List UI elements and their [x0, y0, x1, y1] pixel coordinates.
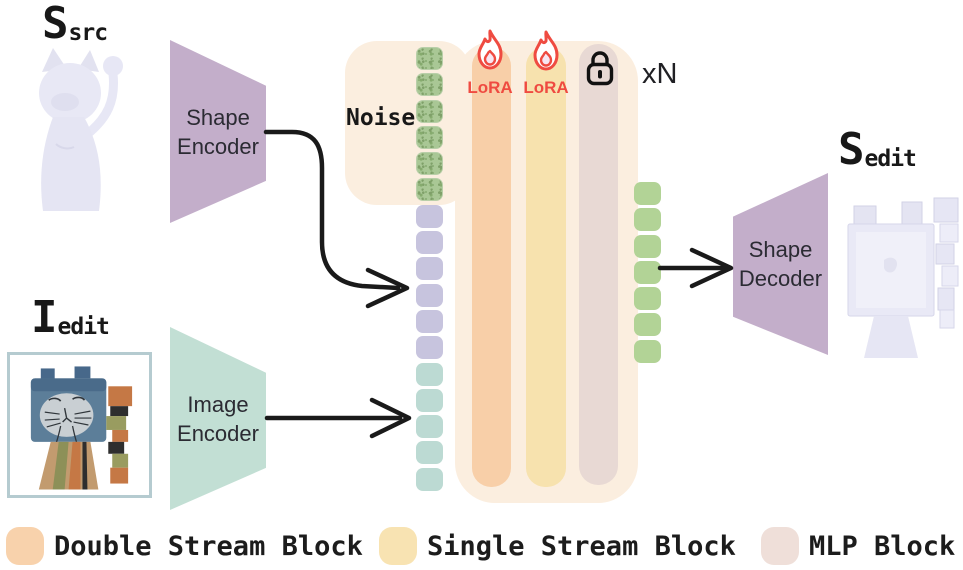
legend-swatch-single-stream: [379, 527, 417, 565]
output-token: [634, 287, 661, 311]
legend-swatch-mlp: [761, 527, 799, 565]
noise-token: [416, 47, 443, 70]
output-token: [634, 339, 661, 363]
edited-shape-subscript: edit: [864, 146, 917, 172]
shape-encoder-label-line1: Shape: [186, 104, 250, 130]
image-token: [416, 388, 443, 412]
shape-encoder-label-line2: Encoder: [177, 133, 259, 159]
fire-icon: [533, 30, 559, 71]
noise-token: [416, 73, 443, 97]
shape-decoder-label-line2: Decoder: [738, 266, 823, 291]
repeat-count-label: xN: [642, 58, 678, 90]
output-token: [634, 234, 661, 258]
image-encoder-label-line1: Image: [187, 391, 249, 417]
legend-label-single-stream: Single Stream Block: [427, 530, 736, 562]
legend-item-single-stream: Single Stream Block: [379, 524, 736, 568]
output-token-column: [634, 182, 661, 366]
edit-image-label: I edit: [31, 292, 110, 343]
edit-image-frame: [7, 352, 152, 498]
lock-icon: [586, 51, 614, 86]
image-token: [416, 362, 443, 386]
image-token: [416, 467, 443, 491]
image-encoder-block: Image Encoder: [170, 327, 266, 510]
edited-shape-render: [847, 197, 959, 358]
edited-shape-label: S edit: [838, 124, 917, 175]
image-token: [416, 441, 443, 465]
legend-label-double-stream: Double Stream Block: [54, 530, 363, 562]
edited-shape-letter: S: [838, 124, 865, 175]
noise-token: [416, 178, 443, 202]
output-token: [634, 182, 661, 205]
shape-decoder-block: Shape Decoder: [733, 173, 828, 355]
latent-token-column: [416, 47, 443, 494]
shape-encoder-block: Shape Encoder: [170, 40, 266, 223]
fire-icon: [477, 29, 503, 70]
source-shape-letter: S: [42, 0, 69, 49]
output-token: [634, 260, 661, 284]
image-token: [416, 415, 443, 439]
shape-token: [416, 257, 443, 281]
edit-image: [30, 366, 133, 490]
legend-label-mlp: MLP Block: [809, 530, 956, 562]
shape-decoder-label-line1: Shape: [748, 237, 813, 262]
output-token: [634, 313, 661, 337]
shape-token: [416, 336, 443, 360]
lora-label: LoRA: [467, 78, 513, 97]
image-encoder-to-tokens-arrow: [264, 397, 412, 439]
tokens-to-decoder-arrow: [657, 247, 734, 289]
shape-token: [416, 309, 443, 333]
output-token: [634, 208, 661, 232]
edit-image-letter: I: [31, 292, 58, 343]
noise-token: [416, 125, 443, 149]
legend-swatch-double-stream: [6, 527, 44, 565]
noise-label: Noise: [346, 105, 416, 131]
mlp-block-bar: [579, 44, 618, 485]
single-stream-block-bar: [526, 47, 566, 487]
source-shape-render: [39, 48, 123, 211]
double-stream-block-bar: [472, 47, 511, 487]
lora-label: LoRA: [523, 78, 569, 97]
legend-item-double-stream: Double Stream Block: [6, 524, 363, 568]
source-shape-subscript: src: [68, 20, 109, 46]
shape-token: [416, 204, 443, 228]
shape-token: [416, 231, 443, 255]
source-shape-label: S src: [42, 0, 109, 49]
legend-item-mlp: MLP Block: [761, 524, 955, 568]
noise-token: [416, 152, 443, 176]
noise-token: [416, 99, 443, 123]
shape-token: [416, 283, 443, 307]
edit-image-subscript: edit: [57, 314, 110, 340]
image-encoder-label-line2: Encoder: [177, 420, 259, 446]
